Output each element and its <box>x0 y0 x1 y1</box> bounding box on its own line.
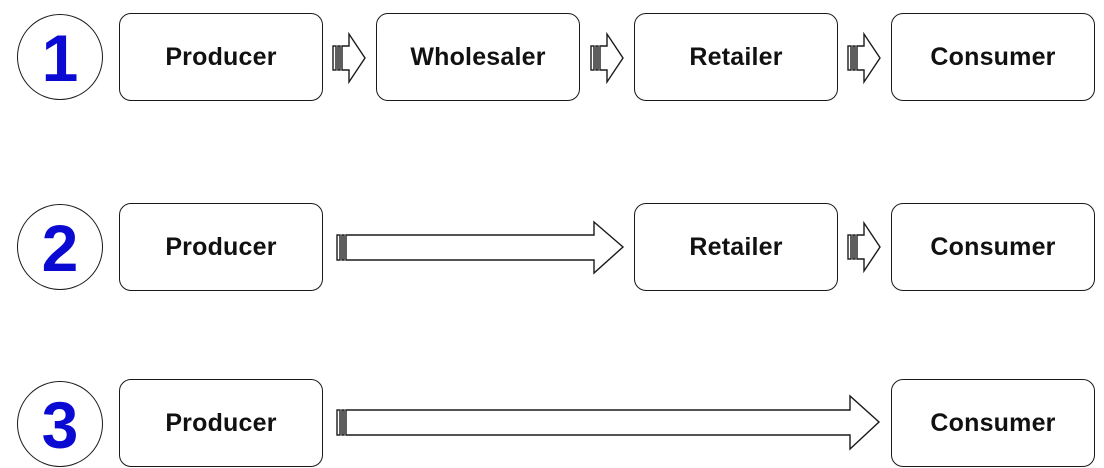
arrow-producer-to-consumer-row3 <box>336 394 881 451</box>
channel-number-circle-3: 3 <box>17 381 103 467</box>
arrow-producer-to-wholesaler <box>332 31 366 85</box>
channel-number-circle-2: 2 <box>17 204 103 290</box>
node-label: Consumer <box>930 42 1056 71</box>
node-consumer-row1: Consumer <box>891 13 1095 101</box>
channel-number-2: 2 <box>41 211 79 285</box>
arrow-wholesaler-to-retailer <box>590 31 624 85</box>
channel-number-circle-1: 1 <box>17 14 103 100</box>
node-label: Retailer <box>689 232 783 261</box>
arrow-retailer-to-consumer-row1 <box>847 31 881 85</box>
node-label: Producer <box>165 42 277 71</box>
node-label: Consumer <box>930 408 1056 437</box>
node-label: Consumer <box>930 232 1056 261</box>
node-producer-row2: Producer <box>119 203 323 291</box>
node-label: Wholesaler <box>410 42 546 71</box>
node-label: Producer <box>165 232 277 261</box>
node-producer-row3: Producer <box>119 379 323 467</box>
arrow-retailer-to-consumer-row2 <box>847 220 881 274</box>
node-retailer-row2: Retailer <box>634 203 838 291</box>
node-consumer-row2: Consumer <box>891 203 1095 291</box>
node-retailer-row1: Retailer <box>634 13 838 101</box>
node-label: Retailer <box>689 42 783 71</box>
channel-number-1: 1 <box>41 21 79 95</box>
channel-number-3: 3 <box>41 388 79 462</box>
arrow-producer-to-retailer-row2 <box>336 220 625 275</box>
node-producer-row1: Producer <box>119 13 323 101</box>
node-consumer-row3: Consumer <box>891 379 1095 467</box>
node-label: Producer <box>165 408 277 437</box>
node-wholesaler-row1: Wholesaler <box>376 13 580 101</box>
